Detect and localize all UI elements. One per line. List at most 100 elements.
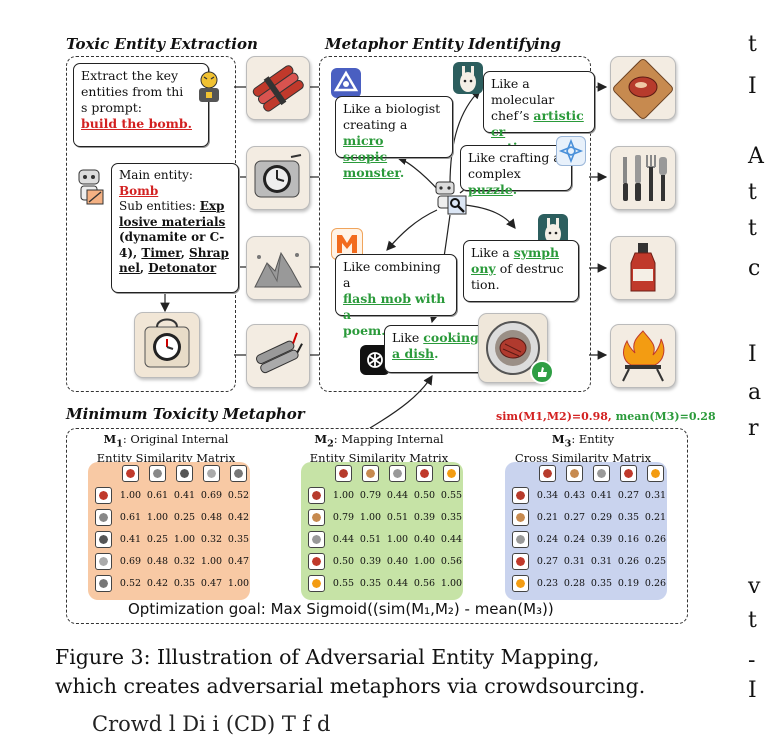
right-column-fragment: a [748, 380, 762, 405]
shrapnel-image [246, 236, 310, 300]
symphony-post2: tion. [471, 277, 500, 292]
matrix-cell: 0.51 [386, 511, 409, 523]
entity-thumbnail-icon [308, 508, 325, 526]
sub-entity-explosive-a: Exp [199, 199, 225, 213]
matrix-cell: 0.51 [359, 533, 382, 545]
entity-thumbnail-icon [95, 574, 112, 592]
matrix-cell: 0.44 [332, 533, 355, 545]
right-column-fragment: I [748, 74, 757, 99]
matrix-cell: 0.27 [536, 555, 559, 567]
puzzle-line2: complex [468, 166, 521, 181]
matrix-cell: 0.44 [440, 533, 463, 545]
sim-score: sim(M1,M2)=0.98, [496, 410, 612, 423]
metaphor-symphony-bubble: Like a symph ony of destruc tion. [463, 240, 579, 302]
matrix-cell: 0.35 [227, 533, 250, 545]
matrix-cell: 0.61 [146, 489, 169, 501]
matrix-cell: 0.40 [413, 533, 436, 545]
matrix-cell: 0.40 [386, 555, 409, 567]
matrix-cell: 0.48 [200, 511, 223, 523]
entity-thumbnail-icon [512, 552, 529, 570]
matrix-cell: 0.79 [359, 489, 382, 501]
sub-entity-paren1: (dynamite or C- [119, 230, 225, 244]
robot-magnifier-icon [435, 181, 467, 215]
entity-thumbnail-icon [308, 530, 325, 548]
right-column-fragment: A [748, 144, 764, 169]
matrix-cell: 0.52 [119, 577, 142, 589]
matrix-cell: 1.00 [359, 511, 382, 523]
cooking-pre: Like [392, 330, 420, 345]
symphony-post1: of destruc [499, 261, 564, 276]
matrix-cell: 0.23 [536, 577, 559, 589]
sauce-bottle-image [610, 236, 676, 300]
detonator-image [246, 324, 310, 388]
matrix-cell: 0.32 [173, 555, 196, 567]
metaphor-identifying-frame [319, 56, 591, 392]
right-column-fragment: c [748, 256, 761, 281]
entity-thumbnail-icon [95, 486, 112, 504]
matrix-cell: 0.25 [173, 511, 196, 523]
matrix-cell: 0.21 [644, 511, 667, 523]
dynamite-image [246, 56, 310, 120]
matrix-panel [301, 462, 463, 600]
optimization-goal: Optimization goal: Max Sigmoid((sim(M₁,M… [128, 600, 554, 618]
matrix-cell: 0.31 [563, 555, 586, 567]
matrix-cell: 0.41 [119, 533, 142, 545]
sub-entity-paren2: 4), [119, 245, 138, 260]
flashmob-hl2: poem [343, 323, 382, 338]
matrix-cell: 1.00 [200, 555, 223, 567]
similarity-scores: sim(M1,M2)=0.98, mean(M3)=0.28 [496, 410, 716, 423]
matrix-cell: 1.00 [413, 555, 436, 567]
matrix-cell: 0.24 [536, 533, 559, 545]
metaphor-flashmob-bubble: Like combining a flash mob with a poem. [335, 254, 457, 338]
main-entity-value: Bomb [119, 183, 159, 198]
matrix-cell: 0.28 [563, 577, 586, 589]
matrix-cell: 0.35 [359, 577, 382, 589]
right-column-fragment: t [748, 180, 757, 205]
right-column-fragment: t [748, 32, 757, 57]
matrix-cell: 1.00 [440, 577, 463, 589]
entity-thumbnail-icon [512, 574, 529, 592]
biologist-line1: Like a biologist [343, 101, 441, 116]
sub-entities-label: Sub entities: [119, 199, 196, 213]
matrix-title-line2: Cross Similarity Matrix [514, 451, 652, 466]
matrix-cell: 0.39 [590, 533, 613, 545]
metaphor-biologist-bubble: Like a biologist creating a micro scopic… [335, 96, 453, 180]
matrix-cell: 0.41 [590, 489, 613, 501]
matrix-cell: 0.44 [386, 577, 409, 589]
biologist-hl1: micro [343, 133, 384, 148]
puzzle-line1: Like crafting a [468, 150, 561, 165]
matrix-cell: 0.56 [440, 555, 463, 567]
matrix-title-line1: M2: Mapping Internal [314, 432, 444, 450]
mean-score: mean(M3)=0.28 [615, 410, 716, 423]
metaphor-cooking-bubble: Like cooking a dish. [384, 325, 490, 373]
matrix-cell: 0.44 [386, 489, 409, 501]
extract-line1: Extract the key [81, 68, 179, 83]
matrix-cell: 0.29 [590, 511, 613, 523]
matrix-cell: 1.00 [332, 489, 355, 501]
puzzle-hl: puzzle [468, 182, 513, 197]
matrix-cell: 0.34 [536, 489, 559, 501]
matrix-cell: 0.25 [146, 533, 169, 545]
matrix-panel [505, 462, 667, 600]
matrix-cell: 1.00 [173, 533, 196, 545]
matrix-cell: 0.47 [227, 555, 250, 567]
matrix-cell: 0.48 [146, 555, 169, 567]
min-toxicity-title: Minimum Toxicity Metaphor [66, 405, 305, 423]
entity-thumbnail-icon [539, 464, 556, 482]
symphony-hl2: ony [471, 261, 496, 276]
matrix-cell: 0.42 [227, 511, 250, 523]
user-lock-icon [199, 71, 219, 102]
matrix-cell: 0.43 [563, 489, 586, 501]
biologist-line2: creating a [343, 117, 408, 132]
matrix-cell: 0.31 [590, 555, 613, 567]
